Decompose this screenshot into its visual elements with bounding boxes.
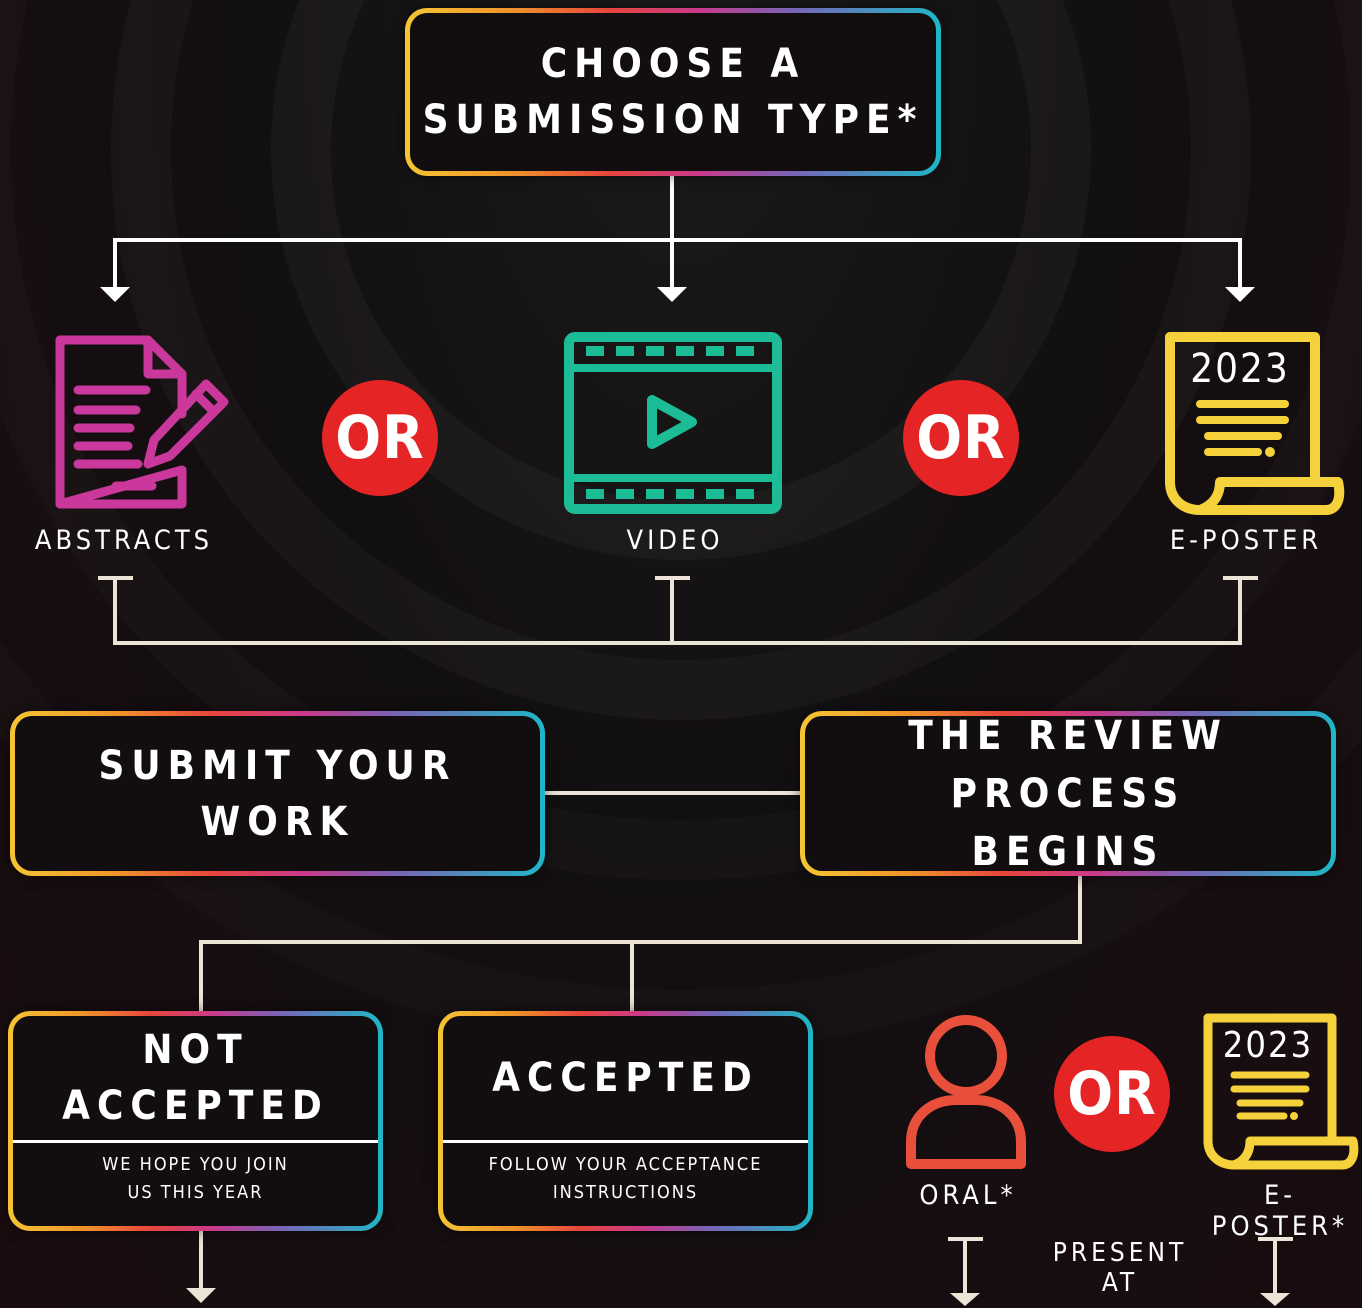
document-pencil-icon xyxy=(55,335,229,509)
arrow-oral xyxy=(950,1293,980,1306)
accepted-box: ACCEPTED FOLLOW YOUR ACCEPTANCE INSTRUCT… xyxy=(438,1011,813,1231)
review-box-line2: BEGINS xyxy=(971,828,1165,875)
start-box-line1: CHOOSE A xyxy=(540,41,806,87)
connector-types-join xyxy=(113,578,1242,645)
submit-box: SUBMIT YOUR WORK xyxy=(10,711,545,876)
arrow-to-abstracts xyxy=(100,287,130,302)
review-box-line1: THE REVIEW PROCESS xyxy=(908,712,1228,817)
arrow-eposter xyxy=(1260,1293,1290,1306)
video-play-icon xyxy=(564,332,782,514)
accepted-sub1: FOLLOW YOUR ACCEPTANCE xyxy=(488,1154,763,1175)
or-badge-1: OR xyxy=(322,380,438,496)
not-accepted-line1: NOT xyxy=(142,1027,249,1073)
present-label-oral: ORAL* xyxy=(919,1180,1017,1211)
present-at-label: PRESENT AT xyxy=(1052,1238,1188,1298)
type-label-abstracts: ABSTRACTS xyxy=(34,525,214,556)
start-box-line2: SUBMISSION TYPE* xyxy=(422,97,924,143)
not-accepted-sub1: WE HOPE YOU JOIN xyxy=(102,1154,289,1175)
arrow-not-accepted xyxy=(186,1288,216,1303)
start-box: CHOOSE A SUBMISSION TYPE* xyxy=(405,8,941,176)
connector-branch-types xyxy=(113,238,1242,288)
review-box: THE REVIEW PROCESS BEGINS xyxy=(800,711,1336,876)
type-label-video: VIDEO xyxy=(626,525,724,556)
connector-review-outcomes xyxy=(199,876,1082,1012)
arrow-to-eposter xyxy=(1225,287,1255,302)
poster-year: 2023 xyxy=(1190,346,1290,392)
not-accepted-line2: ACCEPTED xyxy=(62,1083,329,1129)
accepted-sub2: INSTRUCTIONS xyxy=(552,1182,699,1203)
accepted-title: ACCEPTED xyxy=(492,1055,759,1101)
or-badge-3: OR xyxy=(1054,1036,1170,1152)
type-label-eposter: E-POSTER xyxy=(1169,525,1323,556)
poster-scroll-icon: 2023 xyxy=(1200,1013,1360,1171)
present-label-eposter: E-POSTER* xyxy=(1211,1180,1349,1242)
poster-scroll-icon: 2023 xyxy=(1160,332,1346,517)
not-accepted-sub2: US THIS YEAR xyxy=(127,1182,264,1203)
person-icon xyxy=(906,1015,1026,1169)
poster-year-small: 2023 xyxy=(1222,1025,1314,1066)
not-accepted-box: NOT ACCEPTED WE HOPE YOU JOIN US THIS YE… xyxy=(8,1011,383,1231)
submit-box-title: SUBMIT YOUR WORK xyxy=(98,742,457,845)
arrow-to-video xyxy=(657,287,687,302)
or-badge-2: OR xyxy=(903,380,1019,496)
